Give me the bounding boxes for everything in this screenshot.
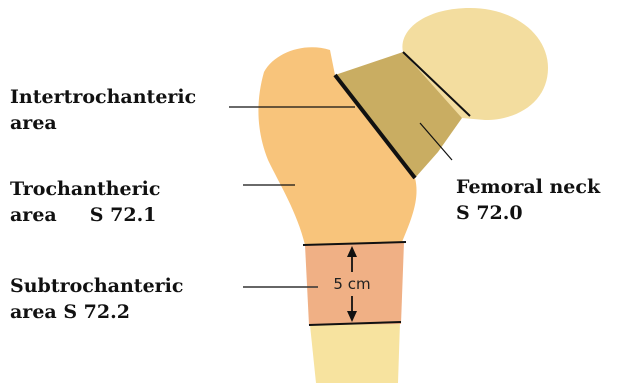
trochanteric-label: Trochantheric area S 72.1 <box>10 176 160 228</box>
intertrochanteric-label-line2: area <box>10 110 196 136</box>
femoral-neck-label: Femoral neck S 72.0 <box>456 174 600 226</box>
subtrochanteric-label: Subtrochanteric area S 72.2 <box>10 273 183 325</box>
subtrochanteric-label-line1: Subtrochanteric <box>10 273 183 299</box>
intertrochanteric-label: Intertrochanteric area <box>10 84 196 136</box>
subtrochanteric-label-line2: area S 72.2 <box>10 299 183 325</box>
intertrochanteric-label-line1: Intertrochanteric <box>10 84 196 110</box>
femur-lower-shaft <box>310 322 400 383</box>
measurement-label: 5 cm <box>333 275 370 293</box>
trochanteric-label-line1: Trochantheric <box>10 176 160 202</box>
femoral-neck-label-line1: Femoral neck <box>456 174 600 200</box>
trochanteric-label-line2: area S 72.1 <box>10 202 160 228</box>
femoral-neck-label-line2: S 72.0 <box>456 200 600 226</box>
